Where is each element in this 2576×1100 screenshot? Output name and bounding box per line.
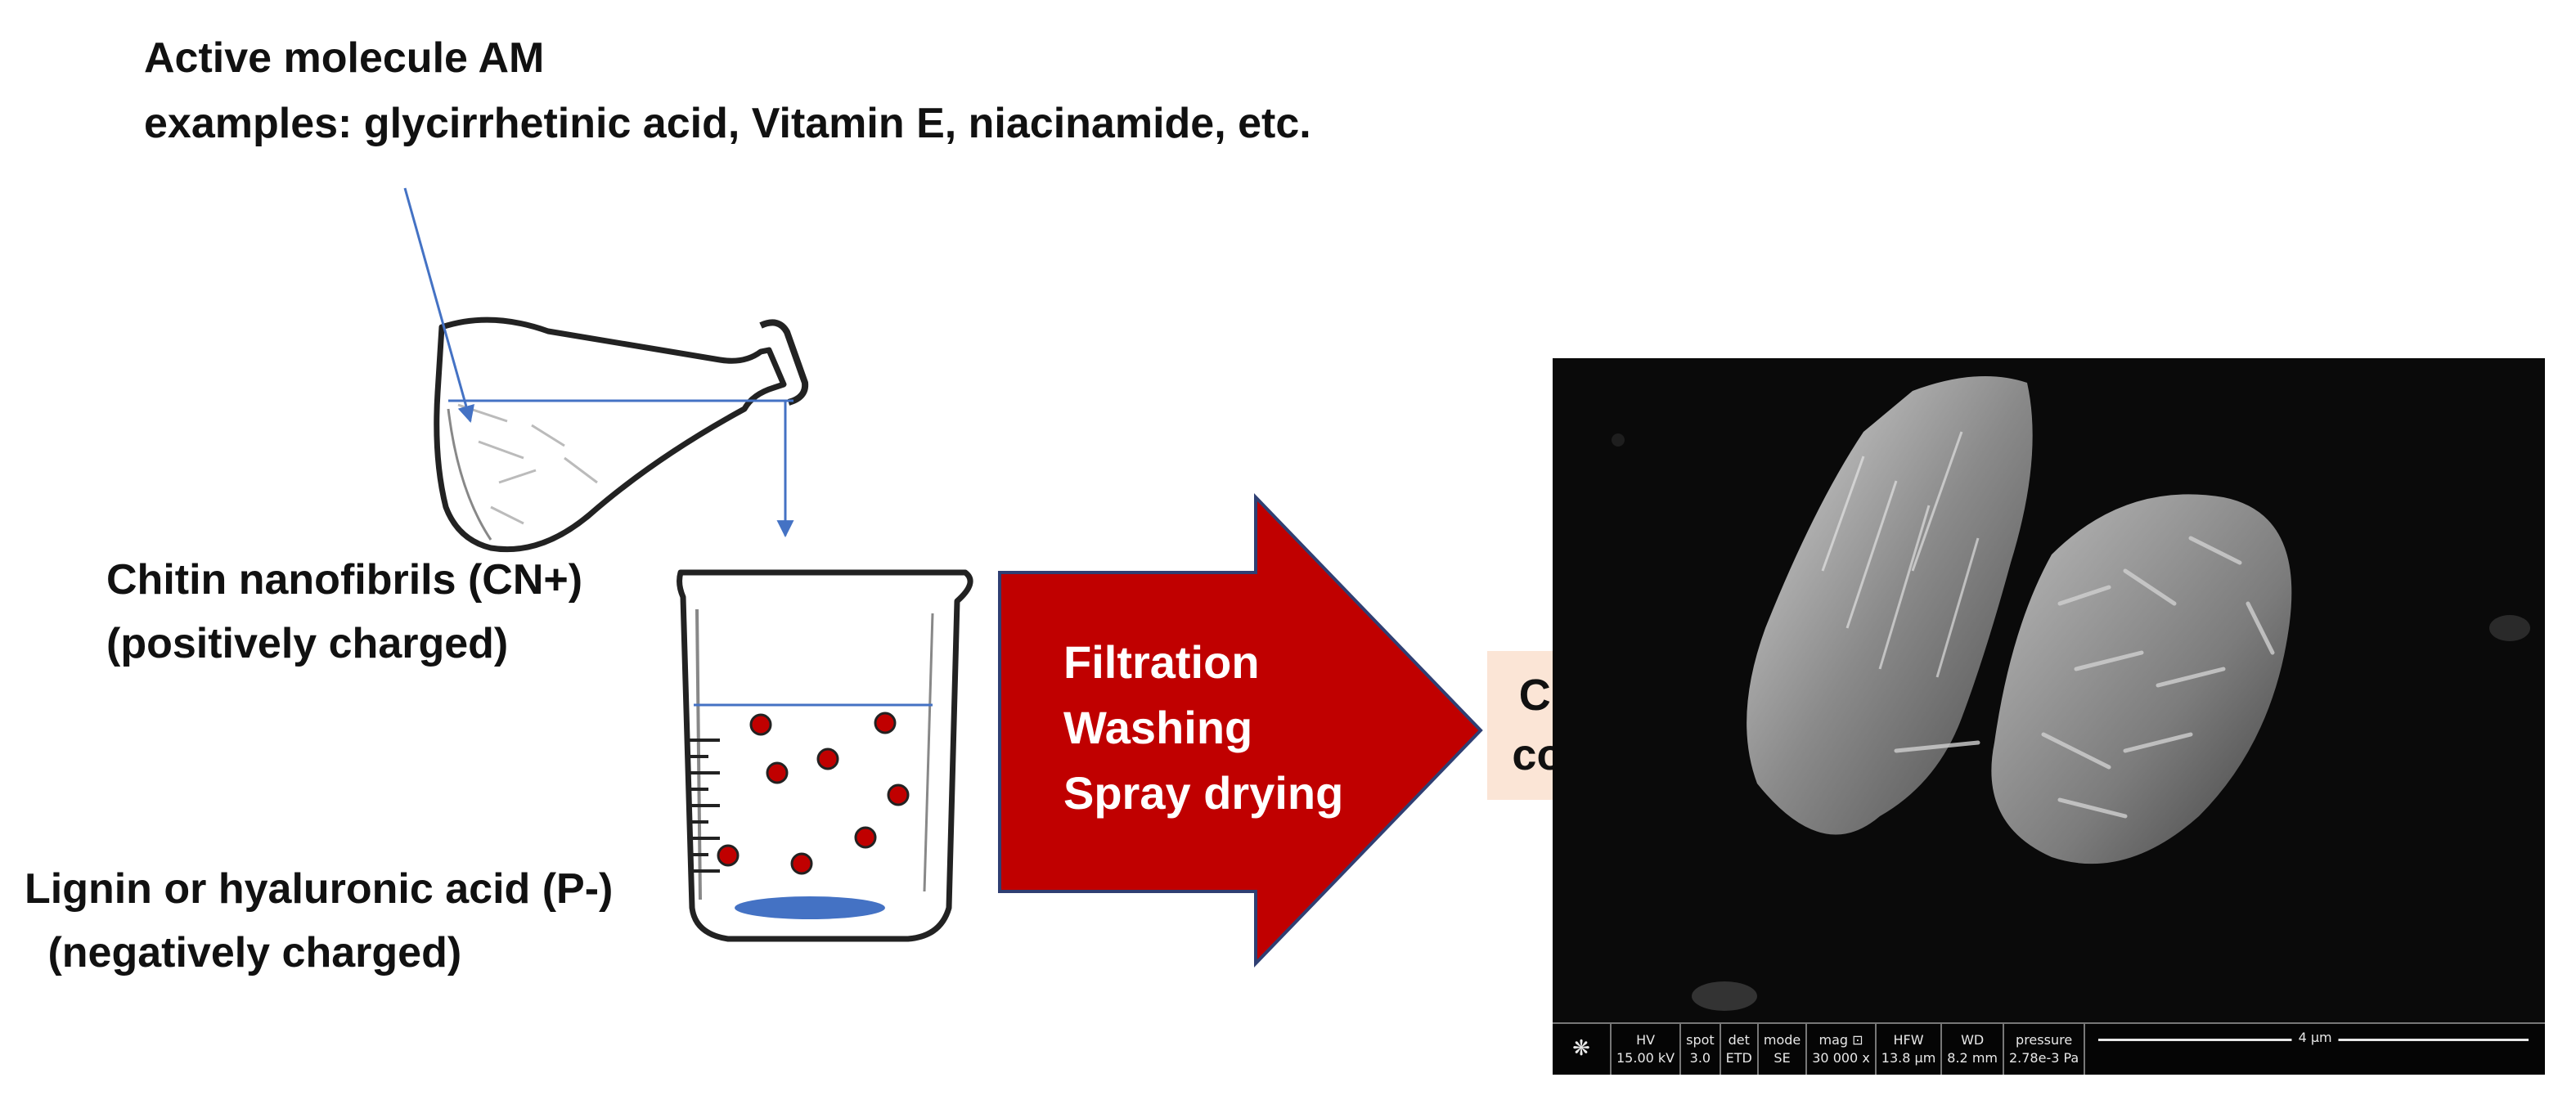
sem-info-spot: spot 3.0 [1681, 1024, 1721, 1075]
polymer-label: Lignin or hyaluronic acid (P-) [25, 865, 614, 913]
process-step-filtration: Filtration [1063, 636, 1260, 688]
sem-scale-bar: 4 µm [2085, 1024, 2545, 1075]
chitin-charge-label: (positively charged) [106, 620, 509, 667]
sem-info-det: det ETD [1721, 1024, 1759, 1075]
sem-info-mode: mode SE [1759, 1024, 1808, 1075]
sem-info-bar: ❋ HV 15.00 kV spot 3.0 det ETD mode SE m… [1553, 1022, 2545, 1075]
particle [717, 844, 740, 867]
process-step-spray-drying: Spray drying [1063, 767, 1344, 819]
process-steps: Filtration Washing Spray drying [1063, 630, 1343, 826]
process-arrow [998, 493, 1483, 968]
am-pointer-arrow [403, 187, 475, 424]
sem-rod-particle [1747, 376, 2033, 835]
sem-info-pressure: pressure 2.78e-3 Pa [2004, 1024, 2086, 1075]
scale-bar-label: 4 µm [2291, 1029, 2339, 1047]
process-step-washing: Washing [1063, 702, 1253, 754]
particle [766, 761, 789, 784]
chitin-label: Chitin nanofibrils (CN+) [106, 556, 583, 604]
sem-info-hfw: HFW 13.8 µm [1877, 1024, 1943, 1075]
sem-micrograph: ❋ HV 15.00 kV spot 3.0 det ETD mode SE m… [1553, 358, 2545, 1075]
particles [717, 712, 910, 875]
active-molecule-title: Active molecule AM [144, 34, 545, 82]
polymer-charge-label: (negatively charged) [36, 929, 462, 977]
particle [790, 852, 813, 875]
sem-particles-image [1612, 376, 2530, 1011]
particle [887, 783, 910, 806]
sem-info-wd: WD 8.2 mm [1942, 1024, 2004, 1075]
particle [874, 712, 897, 734]
sem-aggregate-particle [1991, 494, 2292, 864]
sem-info-mag: mag ⊡ 30 000 x [1807, 1024, 1877, 1075]
particle [854, 826, 877, 849]
sem-info-hv: HV 15.00 kV [1612, 1024, 1682, 1075]
active-molecule-examples: examples: glycirrhetinic acid, Vitamin E… [144, 100, 1311, 147]
beaker-sediment [735, 896, 885, 919]
beaker-graduations [689, 739, 720, 873]
fei-logo-icon: ❋ [1553, 1024, 1612, 1075]
flask-icon [434, 317, 809, 553]
particle [816, 748, 839, 770]
particle [749, 713, 772, 736]
